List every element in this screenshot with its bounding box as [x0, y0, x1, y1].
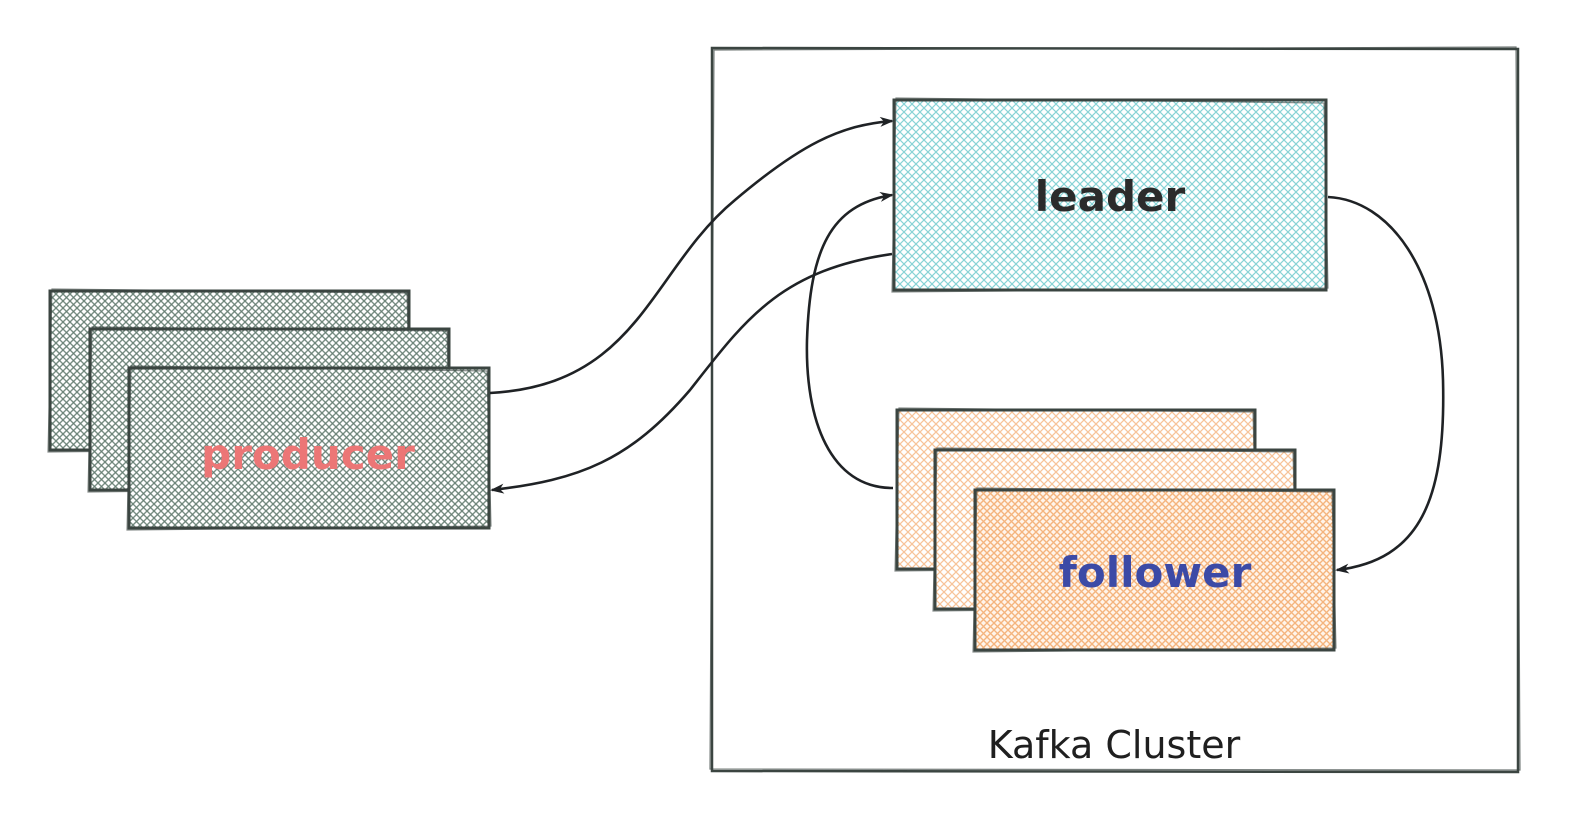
- producer-box-front: [126, 365, 492, 531]
- arrow-leader-ack-to-producer: [490, 252, 893, 494]
- leader-box: [891, 97, 1329, 293]
- leader-label: leader: [1035, 172, 1186, 221]
- arrow-leader-to-follower: [1327, 195, 1445, 574]
- producer-label: producer: [201, 430, 415, 479]
- arrow-follower-fetch-leader: [805, 191, 894, 490]
- follower-stack: [894, 407, 1337, 653]
- kafka-cluster-box: [709, 46, 1521, 774]
- producer-stack: [47, 288, 492, 531]
- cluster-label: Kafka Cluster: [988, 723, 1241, 767]
- follower-box-front: [972, 487, 1337, 653]
- follower-label: follower: [1059, 548, 1252, 597]
- arrow-producer-to-leader: [489, 116, 894, 395]
